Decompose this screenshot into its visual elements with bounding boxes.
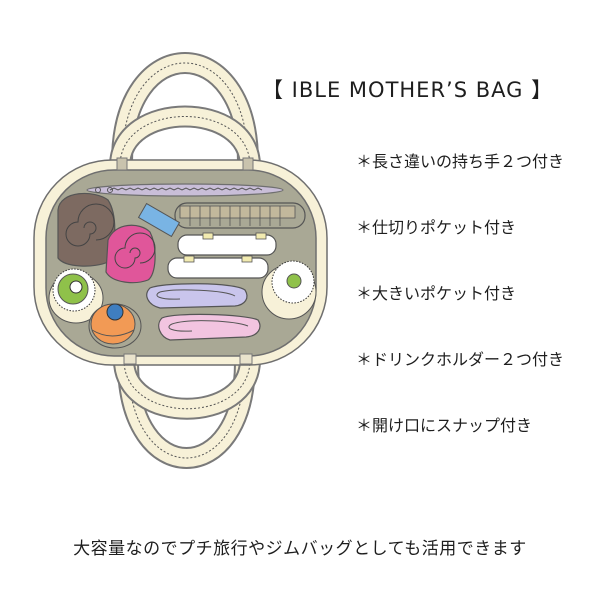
white-pouch-1 [177,232,277,256]
feature-item: ＊長さ違いの持ち手２つ付き [356,152,565,171]
pink-rolled-towel [105,224,156,284]
blue-card [137,202,181,238]
zipper-pouch [86,183,284,197]
drink-holder-right [261,260,317,320]
feature-item: ＊仕切りポケット付き [356,218,517,237]
bottom-handles [113,358,261,469]
lavender-folded-towel [146,283,248,309]
caption: 大容量なのでプチ旅行やジムバッグとしても活用できます [73,539,527,559]
drink-holder-left [48,268,104,324]
feature-list: ＊長さ違いの持ち手２つ付き ＊仕切りポケット付き ＊大きいポケット付き ＊ドリン… [356,150,564,480]
feature-item: ＊ドリンクホルダー２つ付き [356,350,565,369]
feature-item: ＊開け口にスナップ付き [356,416,533,435]
feature-item: ＊大きいポケット付き [356,284,517,303]
divider-pocket [174,202,306,229]
page-title: 【 IBLE MOTHER’S BAG 】 [262,78,554,102]
top-handles [109,52,261,168]
white-pouch-2 [167,255,269,279]
pink-folded-towel [158,313,261,341]
orange-bottle [88,303,142,349]
brown-rolled-towel [57,192,116,267]
